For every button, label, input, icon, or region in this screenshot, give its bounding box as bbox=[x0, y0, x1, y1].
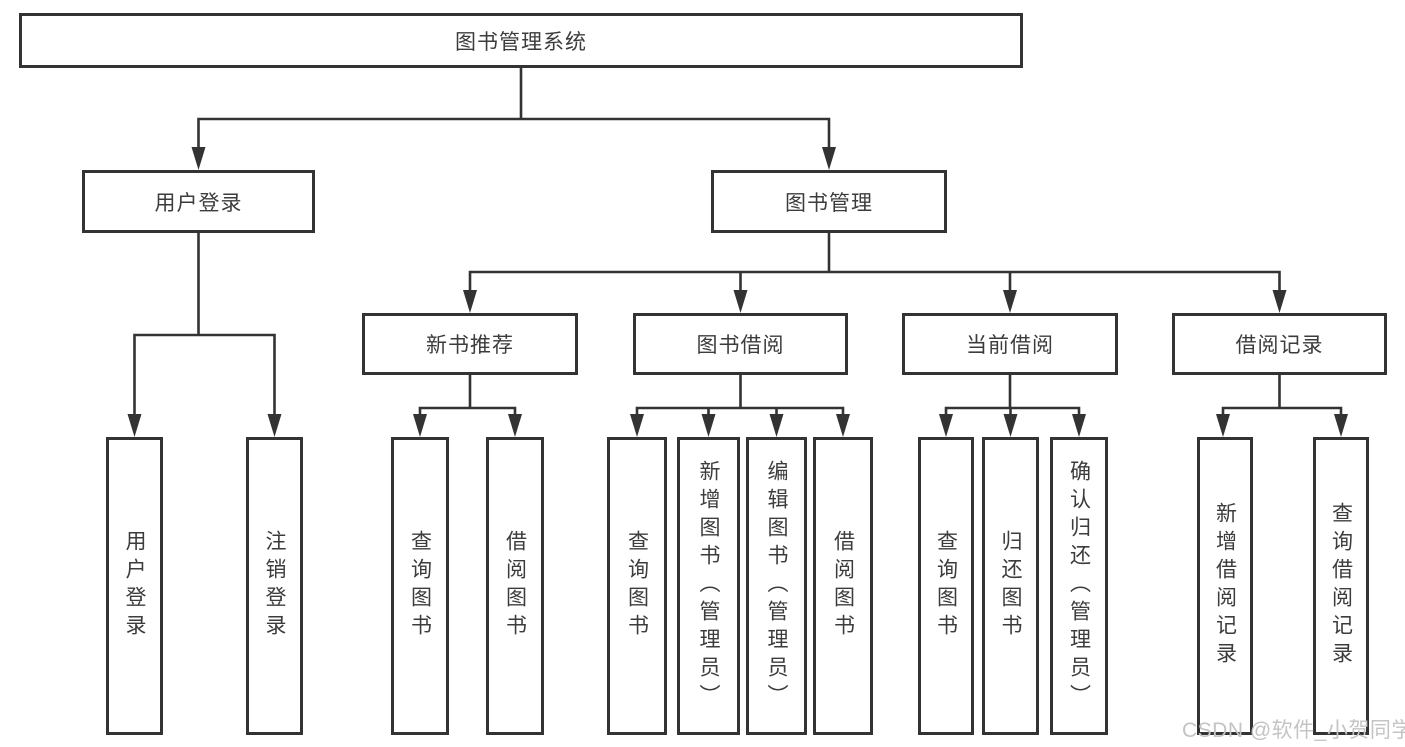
node-root-label: 图书管理系统 bbox=[455, 30, 587, 54]
node-user-login: 用户登录 bbox=[82, 170, 315, 233]
watermark: CSDN @软件_小贺同学 bbox=[1182, 719, 1405, 742]
leaf-records-add-record-label: 新增借阅记录 bbox=[1213, 502, 1237, 670]
leaf-records-add-record: 新增借阅记录 bbox=[1197, 437, 1253, 735]
node-root: 图书管理系统 bbox=[19, 13, 1023, 68]
leaf-current-return-book: 归还图书 bbox=[982, 437, 1039, 735]
leaf-user-login-label: 用户登录 bbox=[123, 530, 146, 642]
node-current-borrow-label: 当前借阅 bbox=[966, 334, 1054, 357]
leaf-records-query-record: 查询借阅记录 bbox=[1313, 437, 1369, 735]
node-book-borrow: 图书借阅 bbox=[633, 313, 848, 375]
node-current-borrow: 当前借阅 bbox=[902, 313, 1118, 375]
leaf-recommend-query-book: 查询图书 bbox=[391, 437, 449, 735]
leaf-borrow-query-book: 查询图书 bbox=[607, 437, 667, 735]
leaf-current-confirm-return-admin-label: 确认归还（管理员） bbox=[1067, 460, 1091, 712]
node-book-management-label: 图书管理 bbox=[785, 191, 873, 215]
leaf-current-return-book-label: 归还图书 bbox=[999, 530, 1022, 642]
leaf-borrow-edit-book-admin: 编辑图书（管理员） bbox=[746, 437, 807, 735]
leaf-user-login: 用户登录 bbox=[106, 437, 163, 735]
leaf-current-query-book: 查询图书 bbox=[918, 437, 974, 735]
node-borrow-records: 借阅记录 bbox=[1172, 313, 1387, 375]
leaf-current-query-book-label: 查询图书 bbox=[934, 530, 958, 642]
leaf-records-query-record-label: 查询借阅记录 bbox=[1329, 502, 1353, 670]
leaf-logout: 注销登录 bbox=[246, 437, 303, 735]
node-new-book-recommend: 新书推荐 bbox=[362, 313, 578, 375]
node-new-book-recommend-label: 新书推荐 bbox=[426, 334, 514, 357]
node-borrow-records-label: 借阅记录 bbox=[1235, 334, 1324, 357]
leaf-recommend-query-book-label: 查询图书 bbox=[408, 530, 432, 642]
leaf-current-confirm-return-admin: 确认归还（管理员） bbox=[1050, 437, 1108, 735]
leaf-recommend-borrow-book-label: 借阅图书 bbox=[503, 530, 527, 642]
leaf-borrow-query-book-label: 查询图书 bbox=[625, 530, 649, 642]
node-book-management: 图书管理 bbox=[711, 170, 947, 233]
leaf-logout-label: 注销登录 bbox=[263, 530, 286, 642]
leaf-borrow-edit-book-admin-label: 编辑图书（管理员） bbox=[765, 460, 788, 712]
leaf-recommend-borrow-book: 借阅图书 bbox=[486, 437, 544, 735]
leaf-borrow-borrow-book: 借阅图书 bbox=[813, 437, 873, 735]
node-user-login-label: 用户登录 bbox=[154, 191, 243, 215]
node-book-borrow-label: 图书借阅 bbox=[696, 334, 785, 357]
leaf-borrow-add-book-admin-label: 新增图书（管理员） bbox=[697, 460, 720, 712]
leaf-borrow-borrow-book-label: 借阅图书 bbox=[831, 530, 855, 642]
leaf-borrow-add-book-admin: 新增图书（管理员） bbox=[677, 437, 740, 735]
